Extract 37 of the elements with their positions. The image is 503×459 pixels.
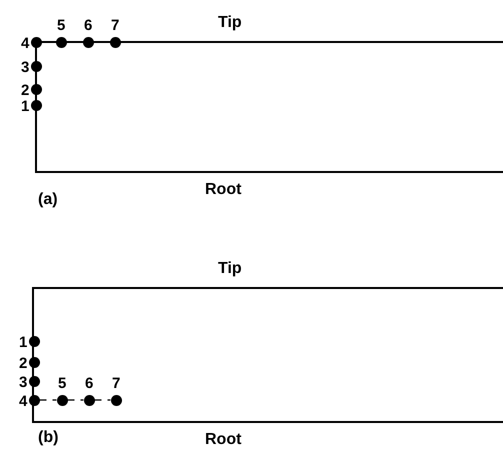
tip-label: Tip xyxy=(218,14,242,32)
point-marker xyxy=(28,394,40,406)
point-marker xyxy=(30,84,42,94)
point-marker xyxy=(84,394,94,406)
point-number: 2 xyxy=(21,83,30,98)
panel-label: (b) xyxy=(38,429,58,447)
point-number: 5 xyxy=(58,376,66,391)
point-marker xyxy=(110,394,122,406)
point-number: 6 xyxy=(84,18,92,33)
point-marker xyxy=(30,100,42,110)
point-marker xyxy=(30,36,42,48)
connecting-line xyxy=(68,399,84,401)
point-number: 4 xyxy=(19,394,28,409)
point-marker xyxy=(56,36,66,48)
connecting-line xyxy=(94,399,110,401)
point-number: 4 xyxy=(21,36,30,51)
root-label: Root xyxy=(205,181,242,199)
point-marker xyxy=(28,356,40,368)
point-number: 1 xyxy=(19,335,28,350)
point-number: 6 xyxy=(85,376,94,391)
connecting-line xyxy=(40,399,56,401)
root-label: Root xyxy=(205,431,242,449)
point-marker xyxy=(110,36,120,48)
point-marker xyxy=(82,36,94,48)
point-number: 3 xyxy=(19,375,28,390)
point-number: 3 xyxy=(21,60,30,75)
point-number: 5 xyxy=(57,18,66,33)
tip-label: Tip xyxy=(218,260,242,278)
point-marker xyxy=(28,376,40,386)
point-marker xyxy=(56,394,68,406)
point-marker xyxy=(28,336,40,346)
point-number: 7 xyxy=(111,18,120,33)
point-number: 7 xyxy=(112,376,120,391)
point-number: 1 xyxy=(21,99,30,114)
point-number: 2 xyxy=(19,356,28,371)
panel-label: (a) xyxy=(38,191,58,209)
point-marker xyxy=(30,60,42,72)
